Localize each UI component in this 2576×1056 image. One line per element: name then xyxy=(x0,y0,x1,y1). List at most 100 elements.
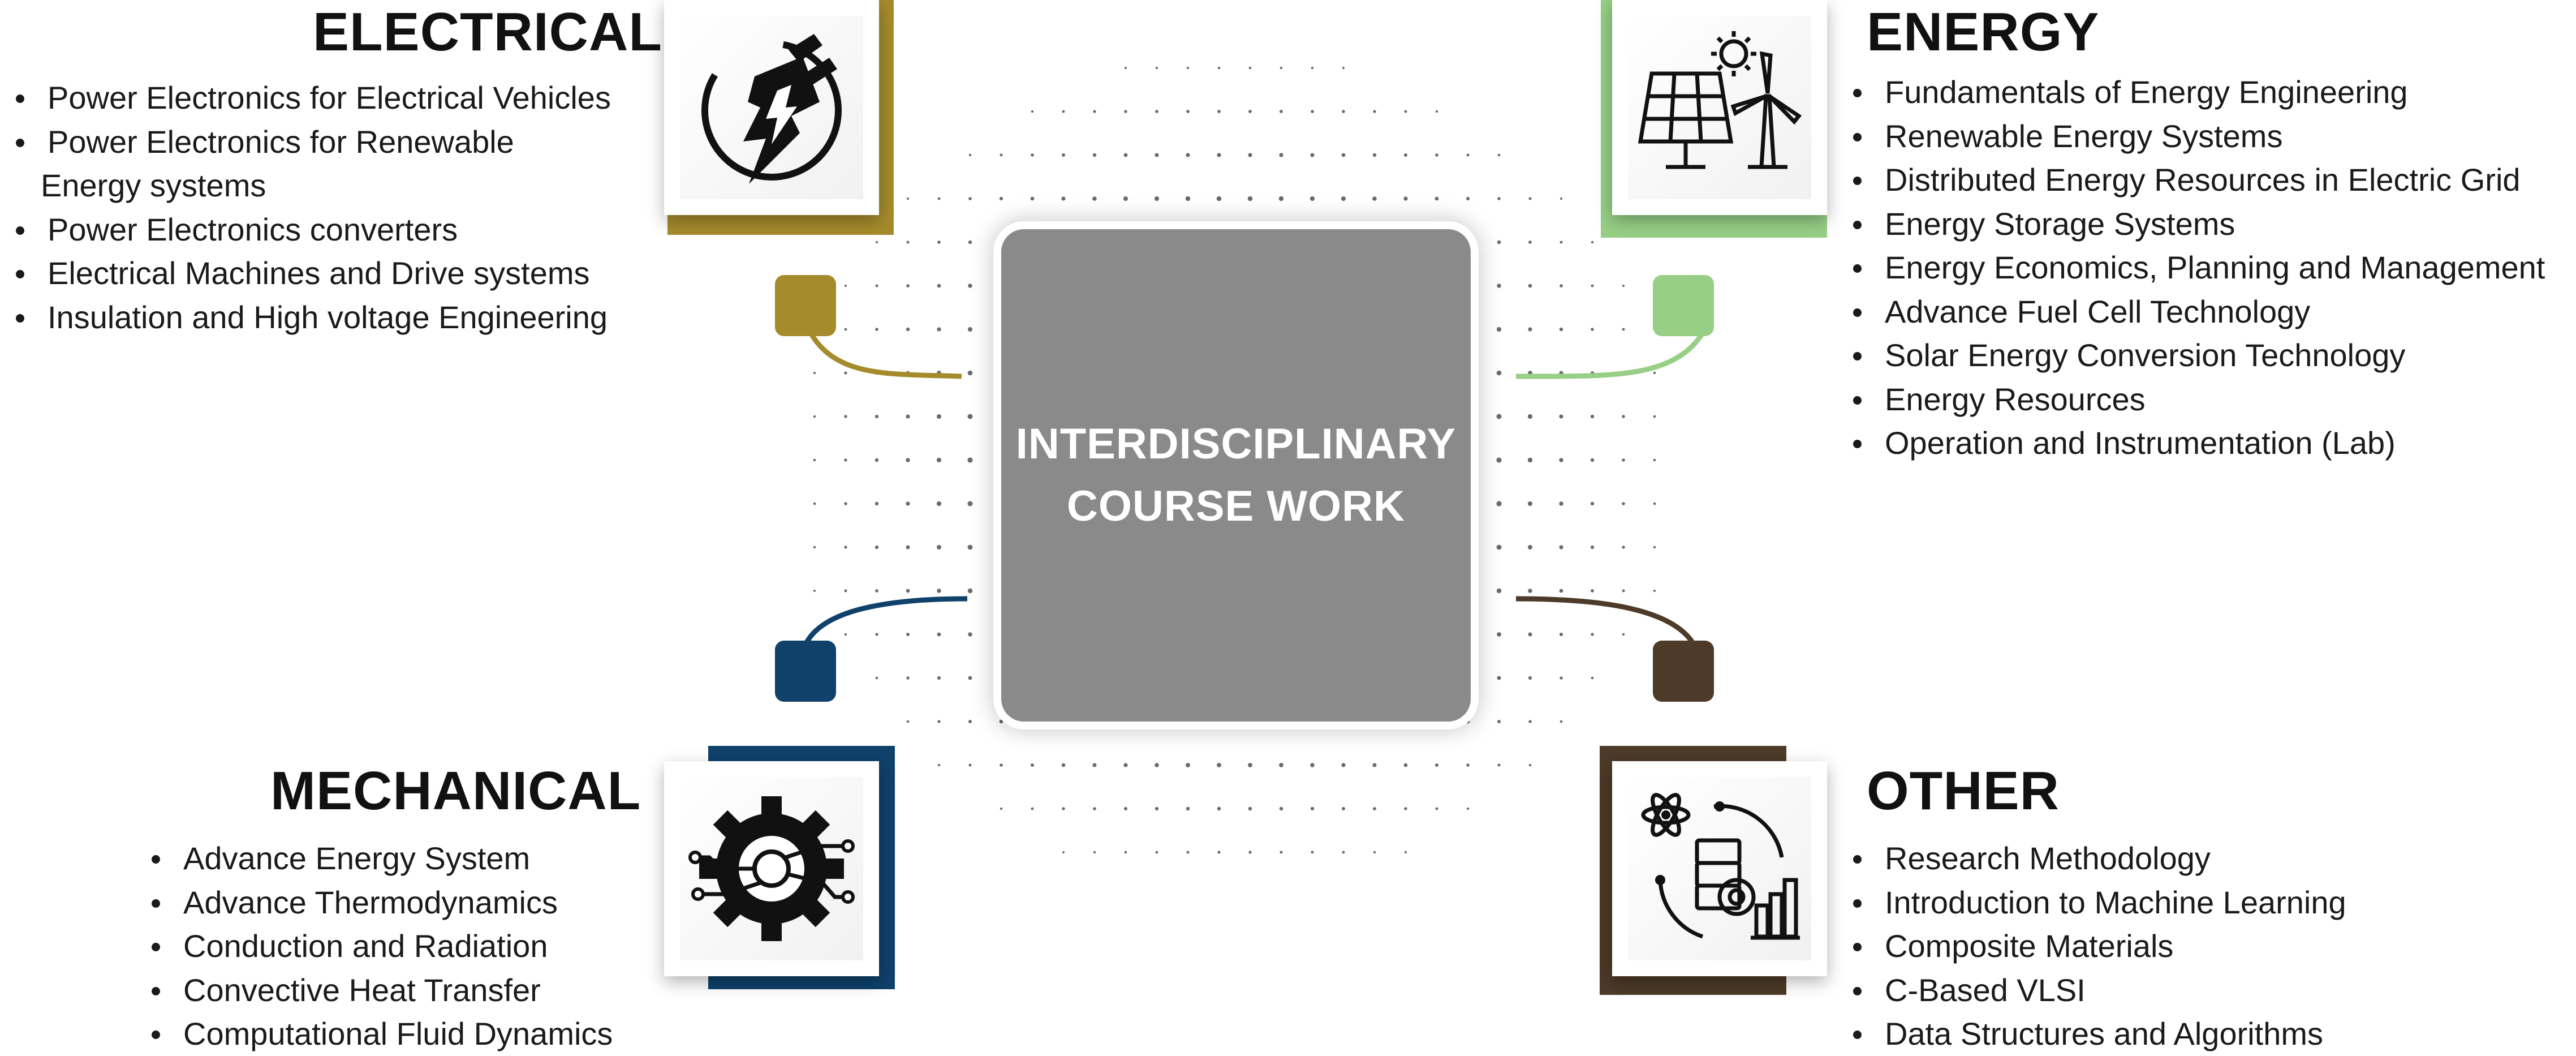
list-item: Advance Fuel Cell Technology xyxy=(1846,290,2545,334)
halo-dot xyxy=(1559,458,1563,462)
halo-dot xyxy=(1248,153,1252,157)
list-item: Energy Economics, Planning and Managemen… xyxy=(1846,246,2545,290)
halo-dot xyxy=(968,327,972,332)
list-item: Solar Energy Conversion Technology xyxy=(1846,333,2545,377)
halo-dot xyxy=(1092,196,1097,201)
halo-dot xyxy=(1311,851,1314,854)
halo-dot xyxy=(1496,370,1502,376)
halo-dot xyxy=(1404,851,1407,854)
halo-dot xyxy=(906,545,910,550)
halo-dot xyxy=(1528,676,1532,680)
halo-dot xyxy=(1497,763,1501,767)
halo-dot xyxy=(1217,110,1221,113)
halo-dot xyxy=(937,545,941,550)
electrical-course-list: Power Electronics for Electrical Vehicle… xyxy=(9,76,611,339)
list-item: Research Methodology xyxy=(1846,836,2346,881)
halo-dot xyxy=(844,284,847,287)
energy-connector-square xyxy=(1653,275,1714,336)
halo-dot xyxy=(967,501,973,506)
halo-dot xyxy=(1622,589,1625,593)
halo-dot xyxy=(1527,501,1533,506)
list-item: Power Electronics for Renewable xyxy=(9,120,611,164)
halo-dot xyxy=(967,457,973,463)
halo-dot xyxy=(1124,66,1127,70)
mechanical-connector-square xyxy=(775,641,836,702)
halo-dot xyxy=(1653,458,1656,462)
halo-dot xyxy=(968,197,972,200)
halo-dot xyxy=(813,415,816,418)
halo-dot xyxy=(967,544,973,550)
halo-dot xyxy=(1466,153,1470,157)
halo-dot xyxy=(1123,153,1128,157)
halo-dot xyxy=(936,457,942,463)
halo-dot xyxy=(968,632,972,637)
halo-dot xyxy=(1591,633,1594,636)
halo-dot xyxy=(906,284,910,287)
halo-dot xyxy=(875,414,879,419)
halo-dot xyxy=(1093,807,1096,810)
halo-dot xyxy=(999,719,1003,724)
halo-dot xyxy=(1217,851,1221,854)
halo-dot xyxy=(1031,807,1034,810)
halo-dot xyxy=(1497,632,1501,637)
halo-dot xyxy=(1653,415,1656,418)
mechanical-card xyxy=(664,761,879,976)
halo-dot xyxy=(1496,544,1502,550)
halo-dot xyxy=(1496,414,1502,419)
halo-dot xyxy=(1217,763,1221,767)
halo-dot xyxy=(1435,807,1438,810)
halo-dot xyxy=(1186,851,1190,854)
halo-dot xyxy=(1031,110,1034,113)
halo-dot xyxy=(1278,196,1284,201)
halo-dot xyxy=(1310,153,1315,157)
halo-dot xyxy=(1403,196,1408,201)
halo-dot xyxy=(813,546,816,549)
gear-circuit-icon xyxy=(688,796,855,941)
halo-dot xyxy=(1560,241,1563,244)
halo-dot xyxy=(1342,110,1345,113)
halo-dot xyxy=(1528,720,1532,723)
halo-dot xyxy=(875,501,879,506)
halo-dot xyxy=(1528,545,1532,550)
halo-dot xyxy=(1217,66,1221,70)
halo-dot xyxy=(1280,66,1283,70)
electrical-card xyxy=(664,0,879,215)
halo-dot xyxy=(844,328,847,331)
list-item: Distributed Energy Resources in Electric… xyxy=(1846,158,2545,202)
halo-dot xyxy=(1528,284,1532,288)
halo-dot xyxy=(937,327,941,332)
halo-dot xyxy=(1123,196,1128,201)
halo-dot xyxy=(1528,763,1532,767)
halo-dot xyxy=(1341,153,1346,157)
halo-dot xyxy=(1559,632,1563,637)
halo-dot xyxy=(906,589,910,593)
halo-dot xyxy=(1092,763,1097,767)
halo-dot xyxy=(1247,196,1253,201)
halo-dot xyxy=(1622,328,1625,331)
halo-dot xyxy=(968,153,972,157)
halo-dot xyxy=(1496,327,1502,332)
halo-dot xyxy=(1435,196,1439,201)
halo-dot xyxy=(1435,763,1438,767)
halo-dot xyxy=(1497,720,1501,723)
halo-dot xyxy=(1124,851,1127,854)
halo-dot xyxy=(1496,588,1502,594)
connector-energy xyxy=(1515,316,1714,379)
halo-dot xyxy=(1000,807,1003,810)
electric-plug-icon xyxy=(701,34,842,184)
halo-dot xyxy=(1155,153,1159,157)
list-item: Data Structures and Algorithms xyxy=(1846,1012,2346,1056)
halo-dot xyxy=(813,502,816,505)
halo-dot xyxy=(1622,415,1625,418)
halo-dot xyxy=(1155,806,1159,811)
halo-dot xyxy=(875,328,878,331)
list-item: C-Based VLSI xyxy=(1846,968,2346,1012)
list-item: Convective Heat Transfer xyxy=(145,968,613,1012)
connector-mechanical xyxy=(800,596,968,652)
halo-dot xyxy=(1279,763,1283,767)
list-item: Electrical Machines and Drive systems xyxy=(9,251,611,295)
halo-dot xyxy=(1560,676,1563,680)
halo-dot xyxy=(1373,110,1376,113)
halo-dot xyxy=(1496,501,1502,506)
